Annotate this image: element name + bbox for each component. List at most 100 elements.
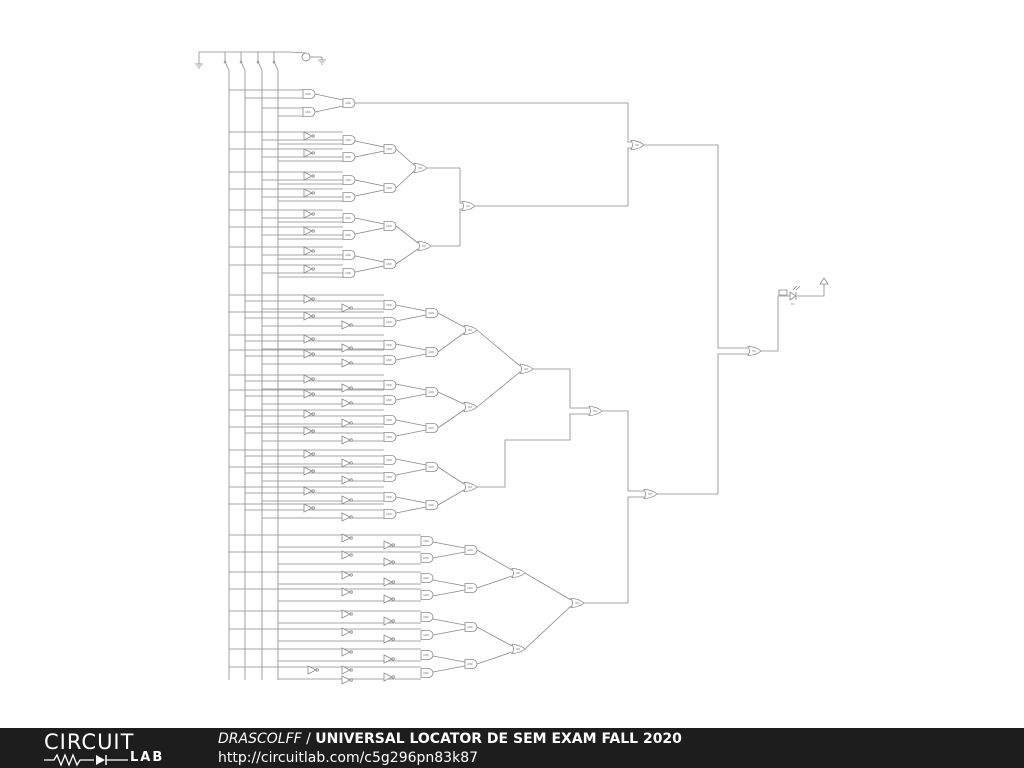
sources-and-output: D1 [195, 52, 829, 306]
gate-label: OR [466, 204, 470, 208]
circuitlab-logo[interactable]: CIRCUIT LAB [44, 731, 174, 767]
not-bubble [349, 515, 353, 519]
wire [354, 189, 385, 197]
not-bubble [311, 297, 315, 301]
gate-label: AND [345, 216, 351, 220]
not-bubble [311, 174, 315, 178]
gate-label: AND [423, 653, 429, 657]
wire [427, 167, 462, 204]
gate-label: AND [305, 92, 311, 96]
not-bubble [391, 597, 395, 601]
and-gate [425, 308, 439, 318]
and-gate [342, 152, 356, 162]
not-gate [383, 594, 393, 604]
and-gate [342, 250, 356, 260]
not-gate [341, 383, 351, 393]
not-gate [303, 226, 313, 236]
gate-label: AND [428, 390, 434, 394]
gate-label: AND [467, 662, 473, 666]
not-gate [341, 665, 351, 675]
wire [475, 147, 631, 207]
not-gate [341, 627, 351, 637]
and-gate [383, 472, 397, 482]
output-probe-icon [778, 289, 788, 296]
not-gate [341, 475, 351, 485]
wire [476, 549, 513, 571]
and-gate [383, 355, 397, 365]
ground-icon [318, 59, 326, 65]
not-gate [303, 294, 313, 304]
not-bubble [311, 506, 315, 510]
not-bubble [349, 438, 353, 442]
circuit-url[interactable]: http://circuitlab.com/c5g296pn83k87 [218, 750, 479, 766]
not-gate [303, 188, 313, 198]
not-bubble [349, 401, 353, 405]
wire [524, 605, 572, 650]
not-bubble [311, 212, 315, 216]
or-gate [630, 140, 645, 150]
gate-label: AND [386, 495, 392, 499]
logo-text-circuit: CIRCUIT [44, 730, 135, 754]
not-bubble [349, 612, 353, 616]
not-bubble [349, 346, 353, 350]
not-bubble [311, 229, 315, 233]
not-gate [307, 665, 317, 675]
not-gate [383, 634, 393, 644]
not-gate [303, 409, 313, 419]
gate-label: AND [423, 539, 429, 543]
or-gate [570, 598, 585, 608]
wire [354, 179, 385, 187]
not-bubble [311, 134, 315, 138]
and-gate [383, 509, 397, 519]
wire [657, 353, 748, 495]
wire [476, 575, 513, 589]
and-gate [383, 380, 397, 390]
not-bubble [315, 668, 319, 672]
not-gate [383, 654, 393, 664]
gate-label: AND [467, 625, 473, 629]
gate-label: AND [428, 503, 434, 507]
wire [432, 551, 466, 559]
not-gate [341, 609, 351, 619]
not-bubble [349, 461, 353, 465]
gate-label: OR [468, 328, 472, 332]
wire [432, 618, 466, 626]
not-gate [303, 449, 313, 459]
gate-label: OR [468, 405, 472, 409]
wire [314, 93, 344, 101]
and-gate [420, 553, 434, 563]
wire [395, 304, 427, 312]
not-bubble [349, 630, 353, 634]
wire [354, 255, 385, 263]
not-bubble [349, 306, 353, 310]
not-gate [341, 495, 351, 505]
and-gate [425, 347, 439, 357]
gate-label: AND [386, 398, 392, 402]
and-gate [425, 423, 439, 433]
wire [354, 227, 385, 235]
or-gate [588, 406, 603, 416]
or-gate [417, 241, 432, 251]
and-gate [420, 536, 434, 546]
title-separator: / [306, 731, 311, 747]
gate-label: AND [423, 671, 429, 675]
switch-icon [273, 61, 279, 71]
gate-label: AND [386, 320, 392, 324]
and-gate [383, 221, 397, 231]
not-gate [303, 466, 313, 476]
gate-label: OR [516, 571, 520, 575]
wire [395, 429, 427, 437]
wire [395, 353, 427, 361]
not-gate [341, 512, 351, 522]
author-link[interactable]: DRASCOLFF [218, 731, 302, 747]
not-gate [341, 533, 351, 543]
and-gate [464, 545, 478, 555]
not-gate [303, 171, 313, 181]
not-gate [303, 246, 313, 256]
wire [395, 393, 427, 401]
wire [533, 368, 589, 409]
not-bubble [349, 498, 353, 502]
not-bubble [349, 361, 353, 365]
and-gate [420, 590, 434, 600]
switch-contact [223, 60, 227, 64]
